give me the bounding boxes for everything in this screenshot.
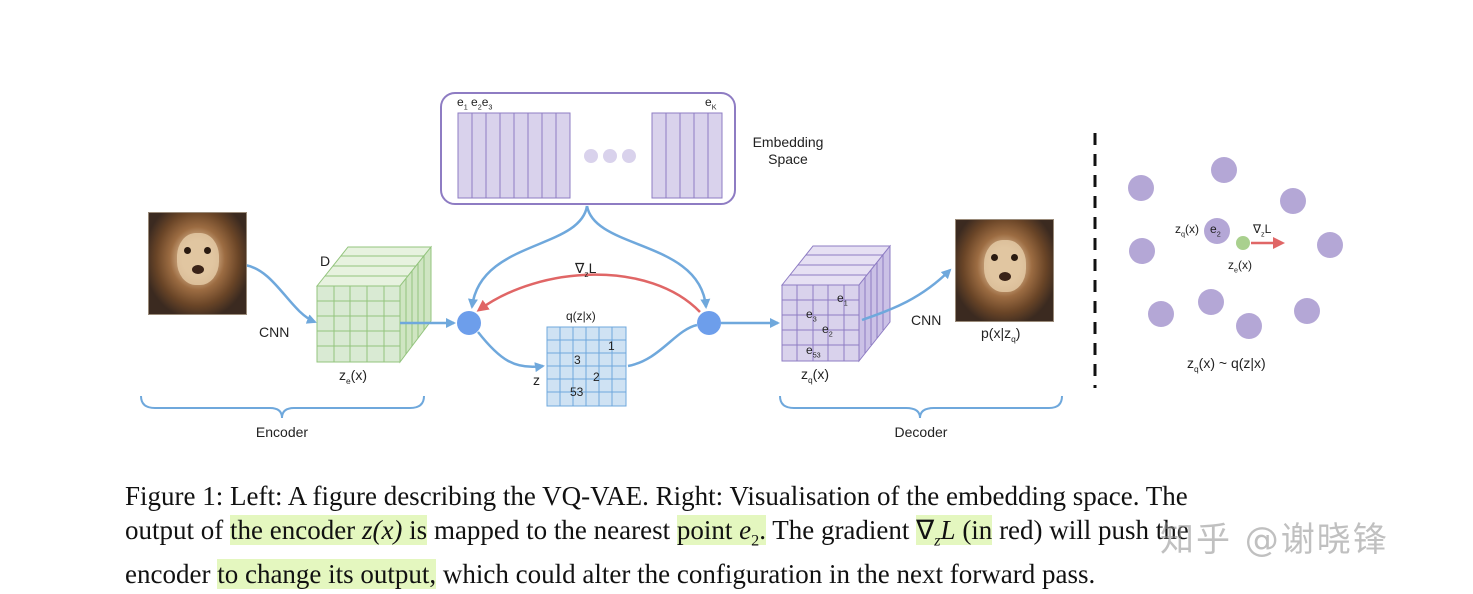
embedding-labels-left: e1 e2e3 — [457, 95, 493, 112]
cube-label-e1: e1 — [837, 291, 848, 308]
encoder-cnn-label: CNN — [259, 324, 290, 340]
gradient-arrow — [476, 273, 701, 313]
caption-highlight-gradient: ∇zL (in — [916, 515, 993, 550]
grid-value-1: 1 — [608, 339, 615, 353]
watermark: 知乎 @谢晓锋 — [1160, 520, 1389, 560]
decoder-cnn-label: CNN — [911, 312, 942, 328]
grid-value-2: 2 — [593, 370, 600, 384]
quantize-node-left — [457, 311, 481, 335]
grid-value-53: 53 — [570, 385, 584, 399]
embedding-label-k: eK — [705, 95, 717, 112]
caption-highlight-change: to change its output, — [217, 559, 437, 590]
embedding-points — [1128, 157, 1343, 339]
qzx-label: q(z|x) — [566, 309, 596, 323]
right-e2-label: e2 — [1210, 222, 1221, 239]
depth-label: D — [320, 253, 331, 269]
figure-caption: Figure 1: Left: A figure describing the … — [125, 479, 1365, 591]
qzx-grid — [546, 326, 627, 407]
right-zq-label: zq(x) — [1175, 222, 1199, 239]
embedding-block-right — [651, 112, 723, 199]
z-label: z — [533, 372, 540, 388]
encoder-label: Encoder — [255, 424, 309, 440]
pxzq-label: p(x|zq) — [981, 325, 1021, 344]
caption-line-3: encoder to change its output, which coul… — [125, 559, 1096, 590]
right-ze-label: ze(x) — [1228, 258, 1252, 275]
ze-label: ze(x) — [339, 367, 367, 386]
cube-label-e53: e53 — [806, 343, 821, 360]
encoder-output-cube — [315, 245, 433, 364]
decoder-label: Decoder — [894, 424, 948, 440]
embedding-block-left — [457, 112, 571, 199]
decoder-brace — [779, 395, 1063, 419]
input-image — [148, 212, 247, 315]
embedding-space-title: Embedding Space — [752, 134, 824, 167]
cube-label-e2: e2 — [822, 322, 833, 339]
cube-label-e3: e3 — [806, 307, 817, 324]
grid-value-3: 3 — [574, 353, 581, 367]
vqvae-figure — [140, 92, 1343, 419]
reconstructed-image — [955, 219, 1054, 322]
caption-line-2: output of the encoder z(x) is mapped to … — [125, 515, 1189, 550]
encoder-output-point — [1236, 236, 1250, 250]
right-gradient-label: ∇zL — [1253, 222, 1272, 239]
gradient-label: ∇zL — [575, 260, 597, 279]
zq-label: zq(x) — [801, 366, 829, 385]
caption-line-1: Figure 1: Left: A figure describing the … — [125, 481, 1188, 511]
encoder-brace — [140, 395, 425, 419]
right-distribution-label: zq(x) ~ q(z|x) — [1187, 355, 1266, 374]
flow-arrows — [244, 205, 952, 373]
embedding-ellipsis-dots — [584, 149, 636, 163]
quantize-node-right — [697, 311, 721, 335]
decoder-input-cube — [780, 244, 892, 363]
caption-highlight-encoder: the encoder z(x) is — [230, 515, 428, 545]
caption-highlight-point: point e2. — [676, 515, 766, 550]
